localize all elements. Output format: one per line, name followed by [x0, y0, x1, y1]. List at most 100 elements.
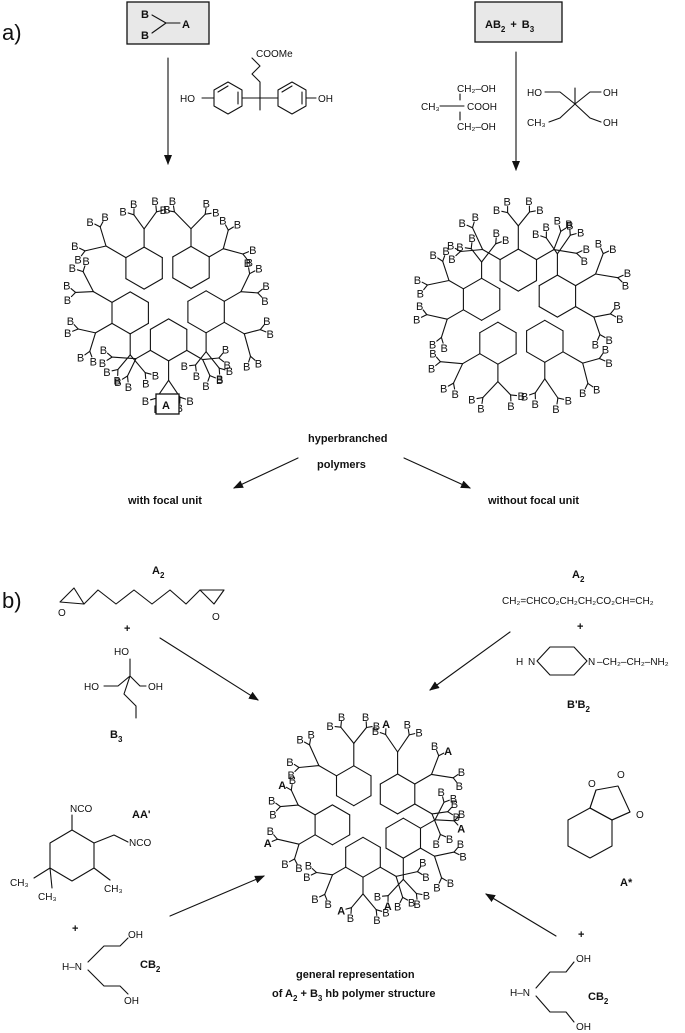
svg-text:COOMe: COOMe	[256, 49, 293, 60]
end-group-label: B	[119, 207, 126, 219]
end-group-label: B	[593, 385, 600, 397]
end-group-label: B	[441, 343, 448, 355]
svg-text:OH: OH	[576, 1022, 591, 1033]
svg-text:OH: OH	[576, 954, 591, 965]
svg-text:B: B	[141, 30, 149, 42]
svg-text:COOH: COOH	[467, 102, 497, 113]
end-group-label: B	[581, 256, 588, 268]
end-group-label: B	[67, 316, 74, 328]
svg-text:HO: HO	[527, 88, 542, 99]
end-group-label: B	[606, 335, 613, 347]
svg-text:CH₃: CH₃	[38, 892, 57, 903]
end-group-label: B	[417, 289, 424, 301]
end-group-label: B	[595, 239, 602, 251]
end-group-label: B	[504, 197, 511, 209]
end-group-label: B	[202, 381, 209, 393]
end-group-label: B	[263, 316, 270, 328]
end-group-label: B	[442, 246, 449, 258]
end-group-label: B	[71, 241, 78, 253]
end-group-label: B	[583, 244, 590, 256]
ab2-monomer-box: B B A	[126, 1, 210, 45]
end-group-label: B	[69, 263, 76, 275]
svg-text:OH: OH	[148, 682, 163, 693]
svg-text:CH₂=CHCO₂CH₂CH₂CO₂CH=CH₂: CH₂=CHCO₂CH₂CH₂CO₂CH=CH₂	[502, 596, 654, 607]
arrow-diepoxide-to-polymer	[159, 637, 259, 701]
piperazine-bb2-structure: H N N –CH₂–CH₂–NH₂ B'B2	[516, 646, 669, 714]
diethanolamine-cb2-right: H–N OH OH CB2	[510, 954, 609, 1033]
svg-text:CH₃: CH₃	[10, 878, 29, 889]
end-group-label: B	[622, 280, 629, 292]
end-group-label: B	[186, 396, 193, 408]
end-group-label: B	[203, 198, 210, 210]
ab2-b3-monomer-box: AB2+B3	[474, 1, 563, 43]
end-group-label: B	[423, 890, 430, 902]
end-group-label: B	[100, 345, 107, 357]
isophorone-diisocyanate-aa-structure: NCO NCO CH₃ CH₃ CH₃ AA' +	[10, 804, 151, 935]
triol-b3-structure: HO HO OH B3	[84, 647, 163, 744]
end-group-label: B	[453, 812, 460, 824]
end-group-label: B	[440, 384, 447, 396]
end-group-label: B	[422, 872, 429, 884]
end-group-label: B	[305, 860, 312, 872]
end-group-label: B	[101, 212, 108, 224]
end-group-label: B	[468, 395, 475, 407]
end-group-label: B	[219, 216, 226, 228]
end-group-label: B	[216, 375, 223, 387]
end-group-label: B	[532, 399, 539, 411]
end-group-label: B	[261, 296, 268, 308]
end-group-label: B	[63, 281, 70, 293]
svg-text:CH₂–OH: CH₂–OH	[457, 122, 496, 133]
svg-text:B'B2: B'B2	[567, 699, 591, 714]
end-group-label: B	[415, 728, 422, 740]
a2-b3-structure-caption: of A2 + B3 hb polymer structure	[272, 988, 435, 1003]
svg-text:H–N: H–N	[510, 988, 530, 999]
end-group-label: B	[532, 229, 539, 241]
svg-text:HO: HO	[84, 682, 99, 693]
end-group-label: B	[448, 254, 455, 266]
end-group-label: B	[234, 219, 241, 231]
end-group-label: B	[616, 314, 623, 326]
end-group-label: B	[269, 809, 276, 821]
end-group-label: B	[246, 258, 253, 270]
end-group-label: B	[289, 775, 296, 787]
end-group-label: B	[163, 204, 170, 216]
svg-text:N: N	[588, 657, 595, 668]
end-group-label: B	[459, 852, 466, 864]
end-group-label: B	[64, 328, 71, 340]
end-group-label: A	[444, 746, 452, 758]
end-group-label: B	[525, 196, 532, 208]
end-group-label: B	[419, 858, 426, 870]
end-group-label: B	[521, 392, 528, 404]
end-group-label: A	[278, 780, 286, 792]
end-group-label: B	[438, 787, 445, 799]
end-group-label: B	[429, 348, 436, 360]
anhydride-a-star-structure: O O O A* +	[567, 770, 644, 941]
end-group-label: B	[457, 839, 464, 851]
svg-text:+: +	[72, 923, 78, 935]
svg-text:HO: HO	[114, 647, 129, 658]
end-group-label: B	[103, 367, 110, 379]
svg-text:A*: A*	[620, 877, 633, 889]
end-group-label: B	[518, 391, 525, 403]
end-group-label: B	[325, 899, 332, 911]
end-group-label: B	[212, 208, 219, 220]
arrow-isocyanate-to-polymer	[169, 875, 265, 917]
bisphenolic-acid-structure: COOMe HO OH	[180, 49, 333, 115]
end-group-label: B	[142, 379, 149, 391]
end-group-label: B	[142, 396, 149, 408]
end-group-label: A	[384, 901, 392, 913]
end-group-label: B	[605, 358, 612, 370]
end-group-label: B	[433, 839, 440, 851]
svg-text:A2: A2	[152, 565, 165, 580]
arrow-anhydride-to-polymer	[485, 893, 557, 937]
end-group-label: B	[472, 212, 479, 224]
end-group-label: B	[255, 359, 262, 371]
end-group-label: B	[452, 389, 459, 401]
end-group-label: B	[458, 767, 465, 779]
end-group-label: B	[592, 340, 599, 352]
end-group-label: B	[296, 735, 303, 747]
end-group-label: B	[372, 726, 379, 738]
arrow-to-focal	[233, 457, 299, 489]
